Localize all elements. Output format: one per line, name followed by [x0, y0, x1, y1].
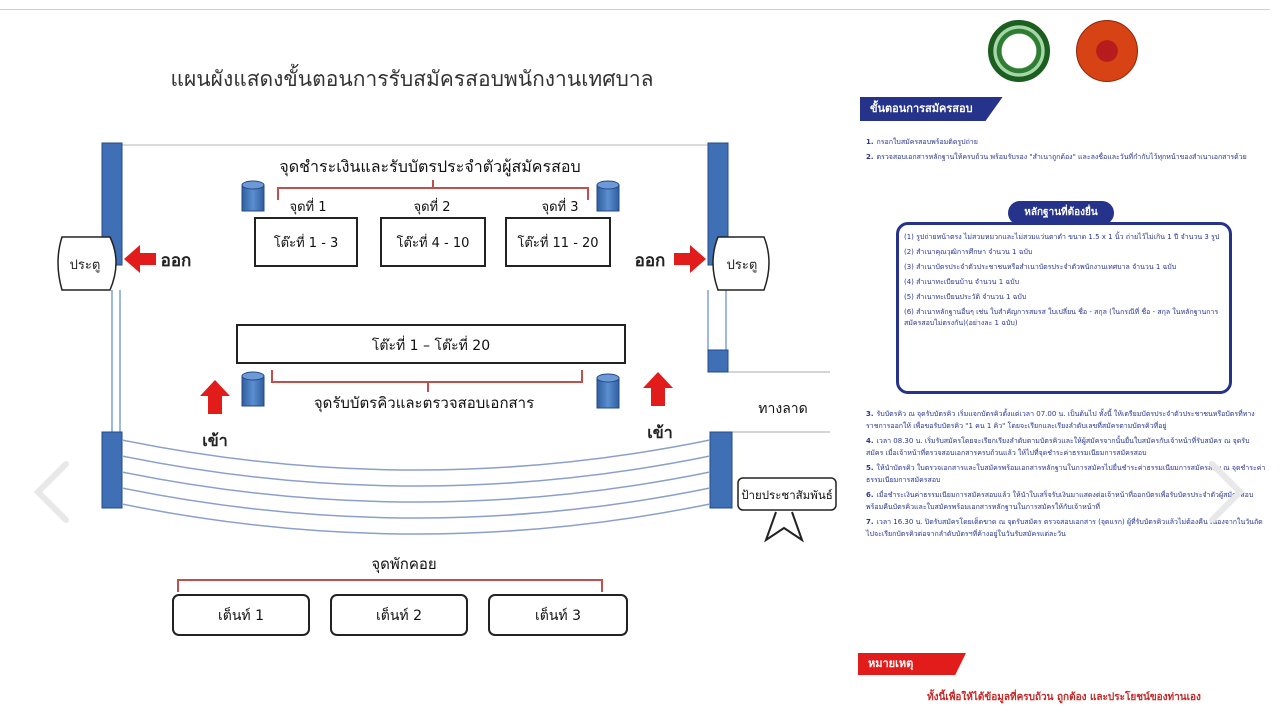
enter-left-label: เข้า	[202, 431, 227, 450]
pillar-bottom-right	[709, 431, 733, 509]
table-box-3-label: โต๊ะที่ 11 - 20	[517, 234, 598, 251]
floor-plan-diagram: แผนผังแสดงขั้นตอนการรับสมัครสอบพนักงานเท…	[57, 64, 837, 636]
door-right-label: ประตู	[727, 258, 758, 273]
documents-box-title: หลักฐานที่ต้องยื่น	[1008, 201, 1114, 225]
exit-left-arrow-icon	[124, 245, 156, 273]
point-2-label: จุดที่ 2	[413, 198, 450, 215]
payment-area-label: จุดชำระเงินและรับบัตรประจำตัวผู้สมัครสอบ	[279, 157, 580, 177]
document-item: (4) สำเนาทะเบียนบ้าน จำนวน 1 ฉบับ	[904, 278, 1020, 286]
point-3-label: จุดที่ 3	[541, 198, 578, 215]
department-seal-icon	[1076, 20, 1138, 82]
steps-list-top: 1.กรอกใบสมัครสอบพร้อมติดรูปถ่าย 2.ตรวจสอ…	[866, 136, 1266, 166]
cylinder-icon	[596, 180, 620, 212]
note-header: หมายเหตุ	[858, 653, 966, 675]
long-table	[236, 324, 626, 364]
step-item: 6.เมื่อชำระเงินค่าธรรมเนียมการสมัครสอบแล…	[866, 491, 1254, 511]
door-left	[57, 236, 117, 291]
ramp-label: ทางลาด	[758, 401, 807, 417]
previous-slide-button[interactable]	[28, 460, 78, 524]
table-box-1	[254, 217, 358, 267]
payment-bracket	[277, 187, 589, 200]
steps-list-bottom: 3.รับบัตรคิว ณ จุดรับบัตรคิว เริ่มแจกบัต…	[866, 408, 1266, 543]
enter-right-arrow-icon	[643, 372, 673, 406]
step-item: 7.เวลา 16.30 น. ปิดรับสมัครโดยเด็ดขาด ณ …	[866, 518, 1263, 538]
door-left-label: ประตู	[70, 258, 101, 273]
tent-3	[488, 594, 628, 636]
queue-bracket	[271, 370, 583, 383]
cylinder-icon	[241, 180, 265, 212]
queue-area-label: จุดรับบัตรคิวและตรวจสอบเอกสาร	[314, 394, 534, 413]
long-table-label: โต๊ะที่ 1 – โต๊ะที่ 20	[372, 336, 490, 354]
documents-list: (1) รูปถ่ายหน้าตรง ไม่สวมหมวกและไม่สวมแว…	[904, 232, 1224, 333]
rest-area-label: จุดพักคอย	[371, 555, 436, 574]
exit-left-label: ออก	[161, 251, 192, 271]
step-item: 5.ให้นำบัตรคิว ใบตรวจเอกสารและใบสมัครพร้…	[866, 464, 1266, 484]
point-1-label: จุดที่ 1	[289, 198, 326, 215]
tent-3-label: เต็นท์ 3	[535, 606, 581, 624]
entrance-steps	[121, 439, 711, 535]
table-box-2-label: โต๊ะที่ 4 - 10	[397, 234, 470, 251]
rest-bracket	[177, 579, 603, 592]
document-item: (6) สำเนาหลักฐานอื่นๆ เช่น ใบสำคัญการสมร…	[904, 308, 1219, 327]
tent-2	[330, 594, 468, 636]
cylinder-icon	[596, 373, 620, 409]
door-right	[712, 236, 770, 291]
chevron-right-icon	[1209, 461, 1245, 523]
document-item: (2) สำเนาคุณวุฒิการศึกษา จำนวน 1 ฉบับ	[904, 248, 1033, 256]
note-text: ทั้งนี้เพื่อให้ได้ข้อมูลที่ครบถ้วน ถูกต้…	[927, 692, 1201, 703]
signboard-stand	[764, 511, 804, 543]
step-item: 4.เวลา 08.30 น. เริ่มรับสมัครโดยจะเรียกเ…	[866, 437, 1250, 457]
document-item: (5) สำเนาทะเบียนประวัติ จำนวน 1 ฉบับ	[904, 293, 1027, 301]
tent-1-label: เต็นท์ 1	[218, 606, 264, 624]
steps-header: ขั้นตอนการสมัครสอบ	[860, 97, 1003, 121]
step-item: 2.ตรวจสอบเอกสารหลักฐานให้ครบถ้วน พร้อมรั…	[866, 153, 1247, 161]
pillar-bottom-left	[101, 431, 123, 509]
chevron-left-icon	[33, 461, 69, 523]
signboard	[737, 477, 837, 511]
enter-left-arrow-icon	[200, 380, 230, 414]
info-panel: ขั้นตอนการสมัครสอบ 1.กรอกใบสมัครสอบพร้อม…	[858, 0, 1270, 720]
document-item: (3) สำเนาบัตรประจำตัวประชาชนหรือสำเนาบัต…	[904, 263, 1177, 271]
diagram-title: แผนผังแสดงขั้นตอนการรับสมัครสอบพนักงานเท…	[170, 64, 653, 91]
table-box-2	[380, 217, 486, 267]
step-item: 3.รับบัตรคิว ณ จุดรับบัตรคิว เริ่มแจกบัต…	[866, 410, 1255, 430]
next-slide-button[interactable]	[1200, 460, 1250, 524]
exit-right-arrow-icon	[674, 245, 706, 273]
pillar-mid-right	[707, 349, 729, 373]
enter-right-label: เข้า	[647, 423, 672, 442]
tent-2-label: เต็นท์ 2	[376, 606, 422, 624]
step-item: 1.กรอกใบสมัครสอบพร้อมติดรูปถ่าย	[866, 138, 978, 146]
exit-right-label: ออก	[635, 251, 666, 271]
cylinder-icon	[241, 371, 265, 407]
table-box-3	[505, 217, 611, 267]
signboard-label: ป้ายประชาสัมพันธ์	[741, 488, 832, 502]
top-divider	[0, 9, 1270, 10]
tent-1	[172, 594, 310, 636]
document-item: (1) รูปถ่ายหน้าตรง ไม่สวมหมวกและไม่สวมแว…	[904, 233, 1220, 241]
table-box-1-label: โต๊ะที่ 1 - 3	[274, 234, 339, 251]
municipal-seal-icon	[988, 20, 1050, 82]
